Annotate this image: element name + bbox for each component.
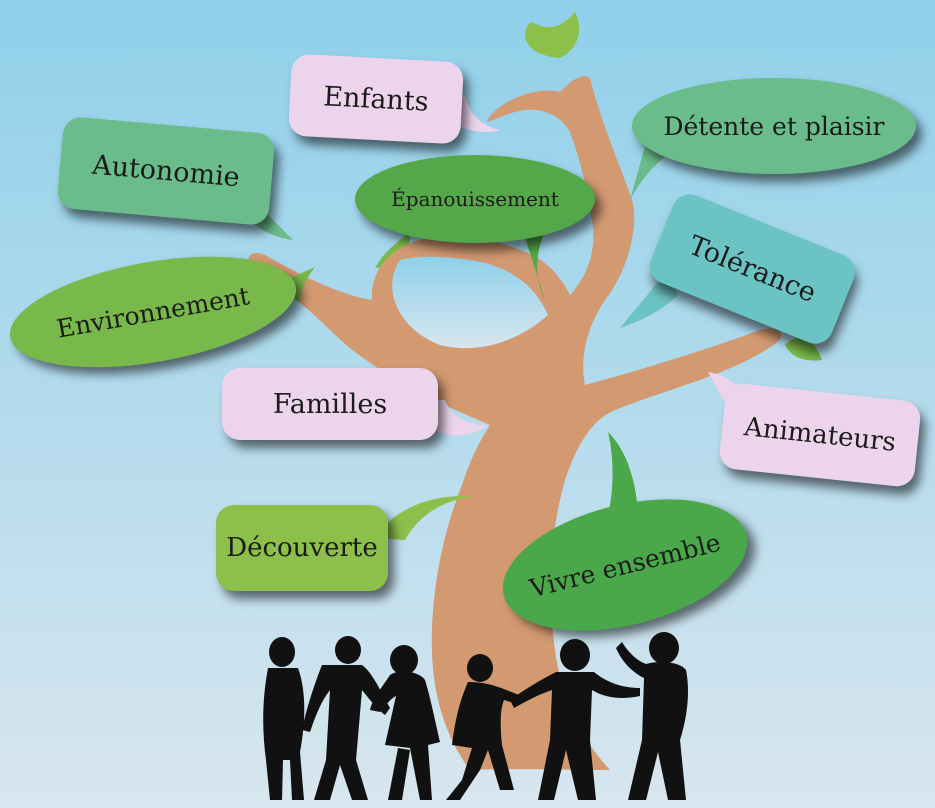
bubble-text: Environnement [54, 280, 252, 344]
tree-gap [392, 256, 548, 349]
bubble-autonomie: Autonomie [56, 115, 276, 227]
bubble-text: Animateurs [742, 412, 898, 458]
bubble-familles: Familles [222, 368, 438, 440]
bubble-text: Familles [272, 388, 388, 420]
bubble-text: Détente et plaisir [663, 111, 885, 141]
top-leaf [525, 12, 580, 58]
familles-bubble-tail [430, 400, 488, 436]
tolerance-bubble-tail [620, 270, 678, 328]
epanouissement-bubble-tail [520, 222, 550, 300]
children-silhouettes [263, 632, 688, 800]
bubble-epanouissement: Épanouissement [355, 155, 595, 243]
bubble-text: Autonomie [90, 149, 241, 193]
bubble-text: Épanouissement [391, 187, 559, 211]
bubble-text: Vivre ensemble [526, 527, 724, 603]
branch-leaf [785, 337, 822, 361]
bubble-decouverte: Découverte [216, 505, 388, 591]
branch-leaf [375, 232, 411, 268]
bubble-text: Enfants [322, 80, 430, 118]
bubble-detente: Détente et plaisir [632, 78, 916, 174]
bubble-enfants: Enfants [287, 53, 465, 145]
bubble-text: Découverte [226, 533, 378, 563]
bubble-text: Tolérance [684, 229, 821, 309]
tree-trunk [248, 76, 782, 770]
decouverte-bubble-tail [375, 495, 475, 540]
